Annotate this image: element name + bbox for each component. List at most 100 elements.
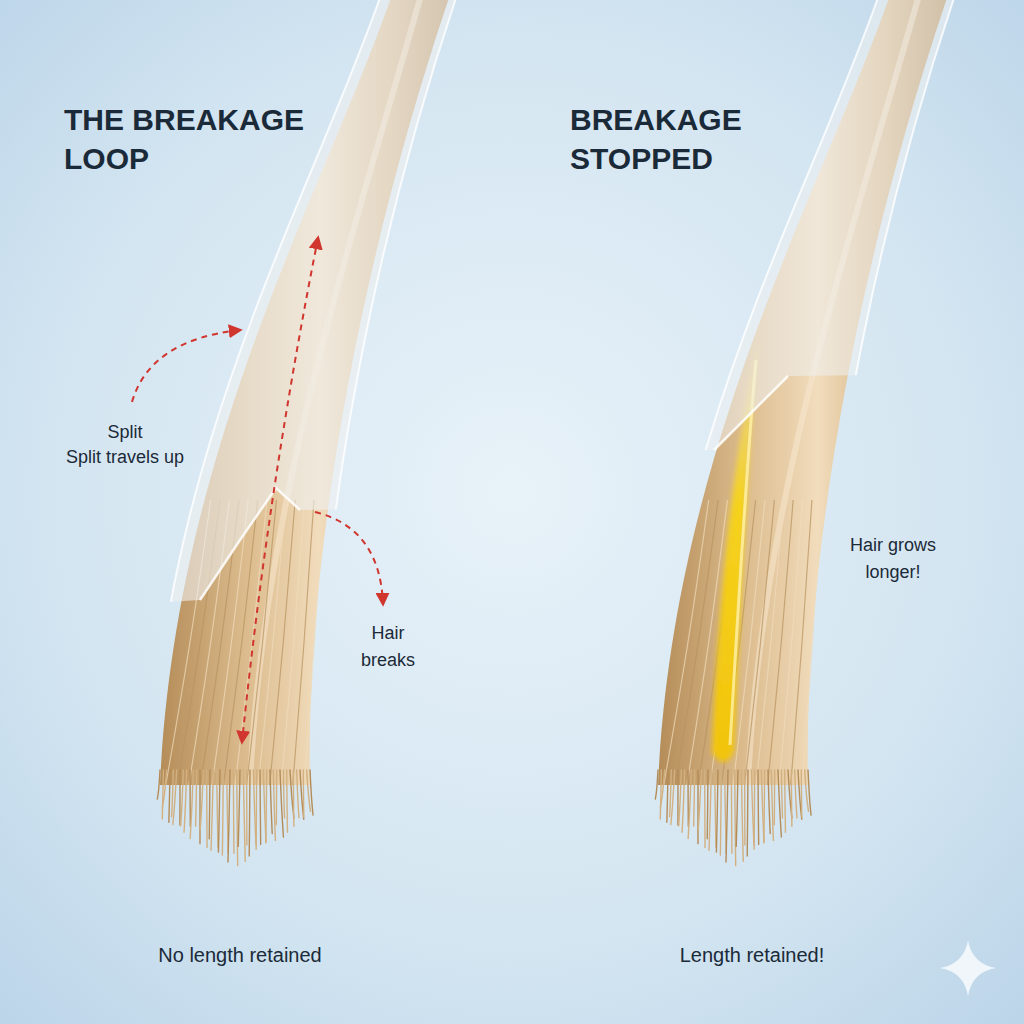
frayed-end (206, 770, 208, 848)
sheath-edge (714, 376, 788, 450)
callout-label: Hair grows longer! (837, 532, 949, 586)
frayed-end (259, 770, 261, 844)
frayed-end (209, 770, 211, 839)
frayed-end (181, 770, 184, 826)
hair-fiber (293, 500, 314, 785)
frayed-end (771, 770, 773, 841)
frayed-end (768, 770, 770, 833)
frayed-end (716, 770, 718, 852)
split-travel-arrow (242, 238, 318, 742)
frayed-end (218, 770, 220, 852)
frayed-end (709, 770, 711, 850)
leader-arrow (132, 330, 240, 402)
panel-heading: BREAKAGE STOPPED (570, 100, 815, 178)
sparkle-watermark (940, 940, 996, 996)
frayed-end (655, 770, 658, 799)
frayed-end (265, 770, 267, 843)
hair-fiber (247, 500, 277, 785)
frayed-end (179, 770, 180, 825)
frayed-end (781, 770, 782, 818)
frayed-end (169, 770, 170, 822)
hair-fiber (664, 500, 709, 785)
frayed-end (763, 770, 765, 843)
frayed-end (698, 770, 701, 830)
frayed-end (757, 770, 759, 844)
frayed-end (196, 770, 197, 826)
frayed-end (735, 770, 736, 866)
hair-fiber (270, 500, 296, 785)
hair-fiber (791, 500, 812, 785)
frayed-end (707, 770, 709, 839)
frayed-end (237, 770, 238, 866)
hair-fiber (802, 500, 821, 785)
frayed-end (720, 770, 722, 855)
frayed-end (784, 770, 786, 832)
frayed-end (791, 770, 793, 826)
frayed-end (688, 770, 691, 839)
panel-caption: Length retained! (622, 942, 882, 968)
frayed-end (255, 770, 257, 849)
frayed-end (211, 770, 213, 850)
frayed-end (286, 770, 288, 832)
frayed-end (190, 770, 193, 839)
frayed-end (297, 770, 299, 818)
frayed-end (273, 770, 275, 841)
hair-fiber (768, 500, 794, 785)
hair-fiber (779, 500, 802, 785)
frayed-end (162, 770, 166, 808)
frayed-end (704, 770, 706, 848)
frayed-end (798, 770, 802, 819)
frayed-ends (157, 770, 313, 866)
frayed-end (667, 770, 668, 822)
callout-label: Split travels up (40, 445, 210, 469)
frayed-end (270, 770, 272, 833)
frayed-end (744, 770, 746, 845)
frayed-end (795, 770, 797, 818)
hair-fiber (258, 500, 286, 785)
frayed-end (682, 770, 685, 832)
frayed-end (736, 770, 738, 846)
frayed-end (217, 770, 218, 847)
hair-fiber (756, 500, 784, 785)
frayed-end (172, 770, 174, 817)
sheath-edge (200, 488, 300, 600)
hair-fiber (675, 500, 718, 785)
frayed-end (660, 770, 664, 808)
frayed-end (671, 770, 675, 824)
frayed-end (243, 770, 245, 861)
frayed-end (184, 770, 187, 832)
frayed-ends (655, 770, 811, 866)
frayed-end (715, 770, 716, 847)
frayed-end (200, 770, 203, 830)
frayed-end (660, 770, 661, 819)
frayed-end (679, 770, 682, 826)
panel-caption: No length retained (90, 942, 390, 968)
red-arrows (132, 238, 383, 742)
frayed-end (249, 770, 251, 856)
frayed-end (162, 770, 163, 819)
frayed-end (233, 770, 235, 853)
frayed-end (157, 770, 160, 799)
frayed-end (731, 770, 733, 853)
frayed-end (753, 770, 755, 849)
hair-fiber (745, 500, 775, 785)
frayed-end (741, 770, 743, 861)
frayed-end (276, 770, 278, 825)
frayed-end (300, 770, 304, 819)
frayed-end (283, 770, 284, 818)
hair-fiber (281, 500, 304, 785)
frayed-end (228, 770, 230, 862)
frayed-end (173, 770, 177, 824)
frayed-end (293, 770, 295, 826)
frayed-end (808, 770, 811, 815)
hair-fiber (304, 500, 323, 785)
frayed-end (238, 770, 240, 846)
frayed-end (726, 770, 728, 862)
frayed-end (199, 770, 200, 844)
panel-heading: THE BREAKAGE LOOP (64, 100, 339, 178)
frayed-end (670, 770, 672, 817)
frayed-end (246, 770, 248, 845)
callout-label: Hair breaks (352, 620, 424, 674)
